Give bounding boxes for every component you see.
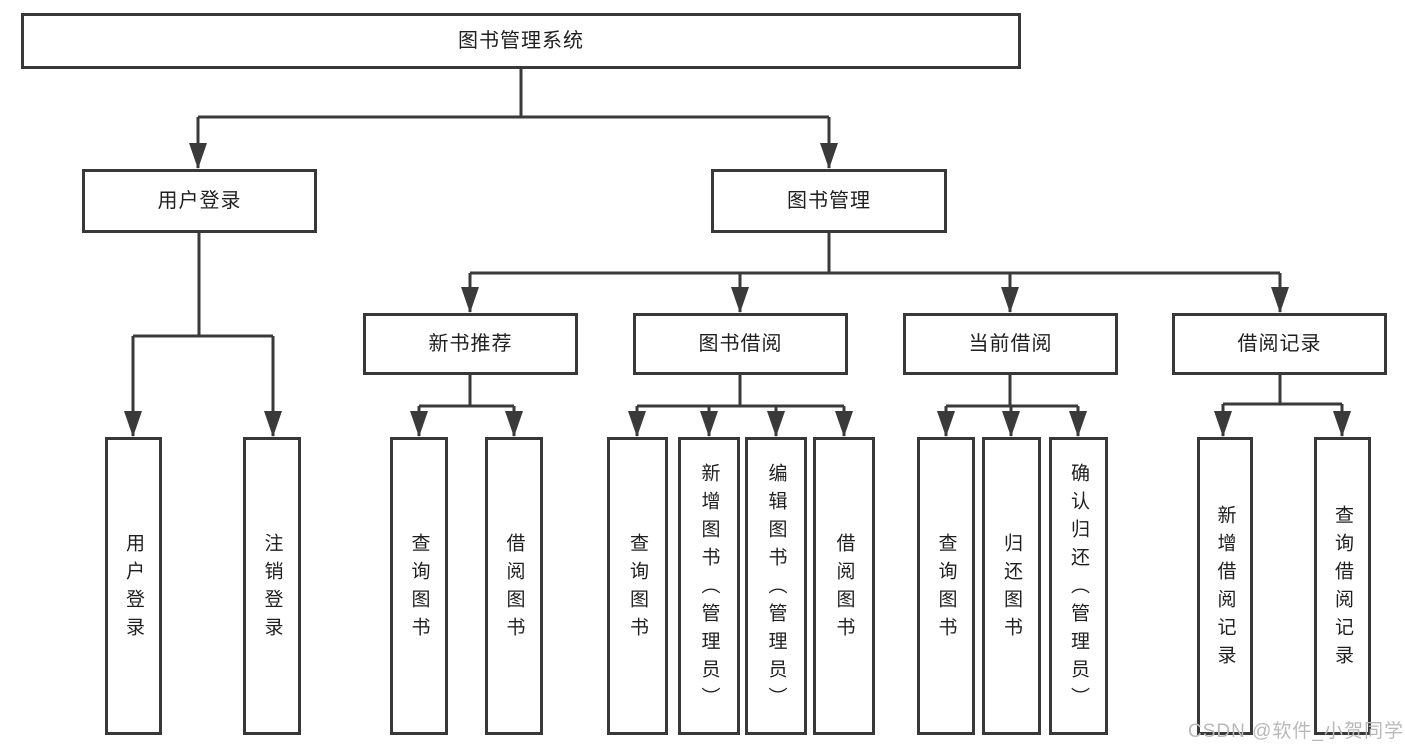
node-root-library-system: 图书管理系统	[21, 13, 1021, 69]
leaf-edit-book-admin: 编辑图书（管理员）	[745, 437, 807, 735]
leaf-borrow-books: 借阅图书	[813, 437, 875, 735]
leaf-query-borrow-record: 查询借阅记录	[1314, 437, 1371, 735]
csdn-watermark: CSDN @软件_小贺同学	[1188, 721, 1404, 742]
leaf-return-books: 归还图书	[982, 437, 1041, 735]
leaf-query-books-recommend: 查询图书	[390, 437, 448, 735]
node-book-management: 图书管理	[711, 169, 947, 233]
node-book-borrow: 图书借阅	[633, 313, 848, 375]
node-current-borrow: 当前借阅	[903, 313, 1118, 375]
leaf-logout: 注销登录	[243, 437, 301, 735]
leaf-borrow-books-recommend: 借阅图书	[485, 437, 543, 735]
leaf-query-books-current: 查询图书	[917, 437, 975, 735]
leaf-user-login: 用户登录	[105, 437, 162, 735]
leaf-query-books-borrow: 查询图书	[607, 437, 668, 735]
node-new-book-recommend: 新书推荐	[363, 313, 578, 375]
node-user-login: 用户登录	[82, 169, 317, 233]
leaf-add-book-admin: 新增图书（管理员）	[678, 437, 740, 735]
node-borrow-records: 借阅记录	[1172, 313, 1387, 375]
leaf-confirm-return-admin: 确认归还（管理员）	[1049, 437, 1108, 735]
leaf-add-borrow-record: 新增借阅记录	[1197, 437, 1253, 735]
